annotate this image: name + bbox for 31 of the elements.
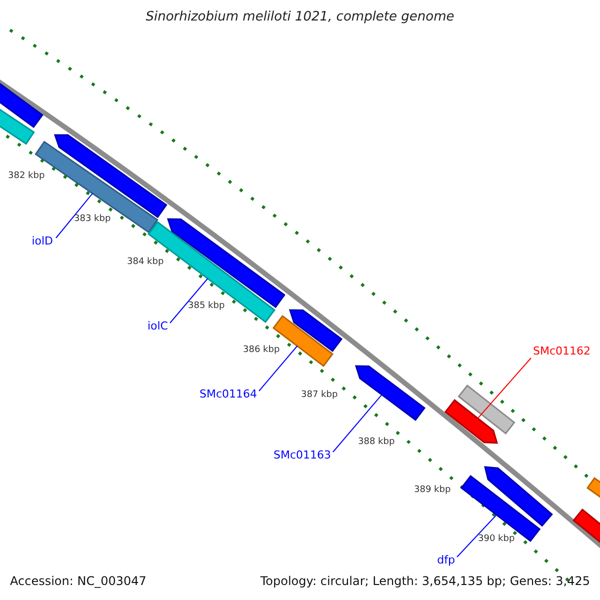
leader-line	[332, 394, 382, 452]
leader-line	[477, 358, 532, 419]
gene-label: SMc01163	[273, 450, 331, 462]
leader-line	[170, 278, 208, 324]
genome-info-text: Topology: circular; Length: 3,654,135 bp; Genes: 3,425	[260, 575, 590, 589]
accession-text: Accession: NC_003047	[10, 575, 146, 589]
tick-label: 389 kbp	[414, 484, 451, 496]
tick-label: 385 kbp	[188, 300, 225, 312]
gene-feature	[444, 399, 498, 444]
tick-label: 388 kbp	[358, 436, 395, 448]
gene-feature	[354, 365, 426, 422]
gene-feature	[288, 309, 343, 352]
gene-label: SMc01162	[533, 346, 591, 358]
leader-line	[258, 346, 298, 392]
gene-feature	[166, 218, 286, 308]
tick-label: 383 kbp	[74, 214, 111, 224]
gene-label: dfp	[437, 554, 455, 568]
leader-line	[56, 192, 93, 238]
gene-label: SMc01164	[199, 388, 257, 402]
tick-label: 382 kbp	[8, 170, 45, 182]
tick-label: 390 kbp	[478, 534, 515, 544]
tick-label: 384 kbp	[127, 256, 164, 268]
gene-feature	[484, 466, 553, 527]
gene-feature	[460, 475, 541, 542]
tick-label: 387 kbp	[301, 390, 338, 400]
gene-feature	[458, 384, 516, 435]
tick-label: 386 kbp	[243, 344, 280, 356]
map-title: Sinorhizobium meliloti 1021, complete genome	[146, 10, 454, 26]
gene-label: iolC	[147, 320, 168, 334]
leader-line	[456, 514, 497, 558]
gene-label: iolD	[32, 236, 53, 248]
